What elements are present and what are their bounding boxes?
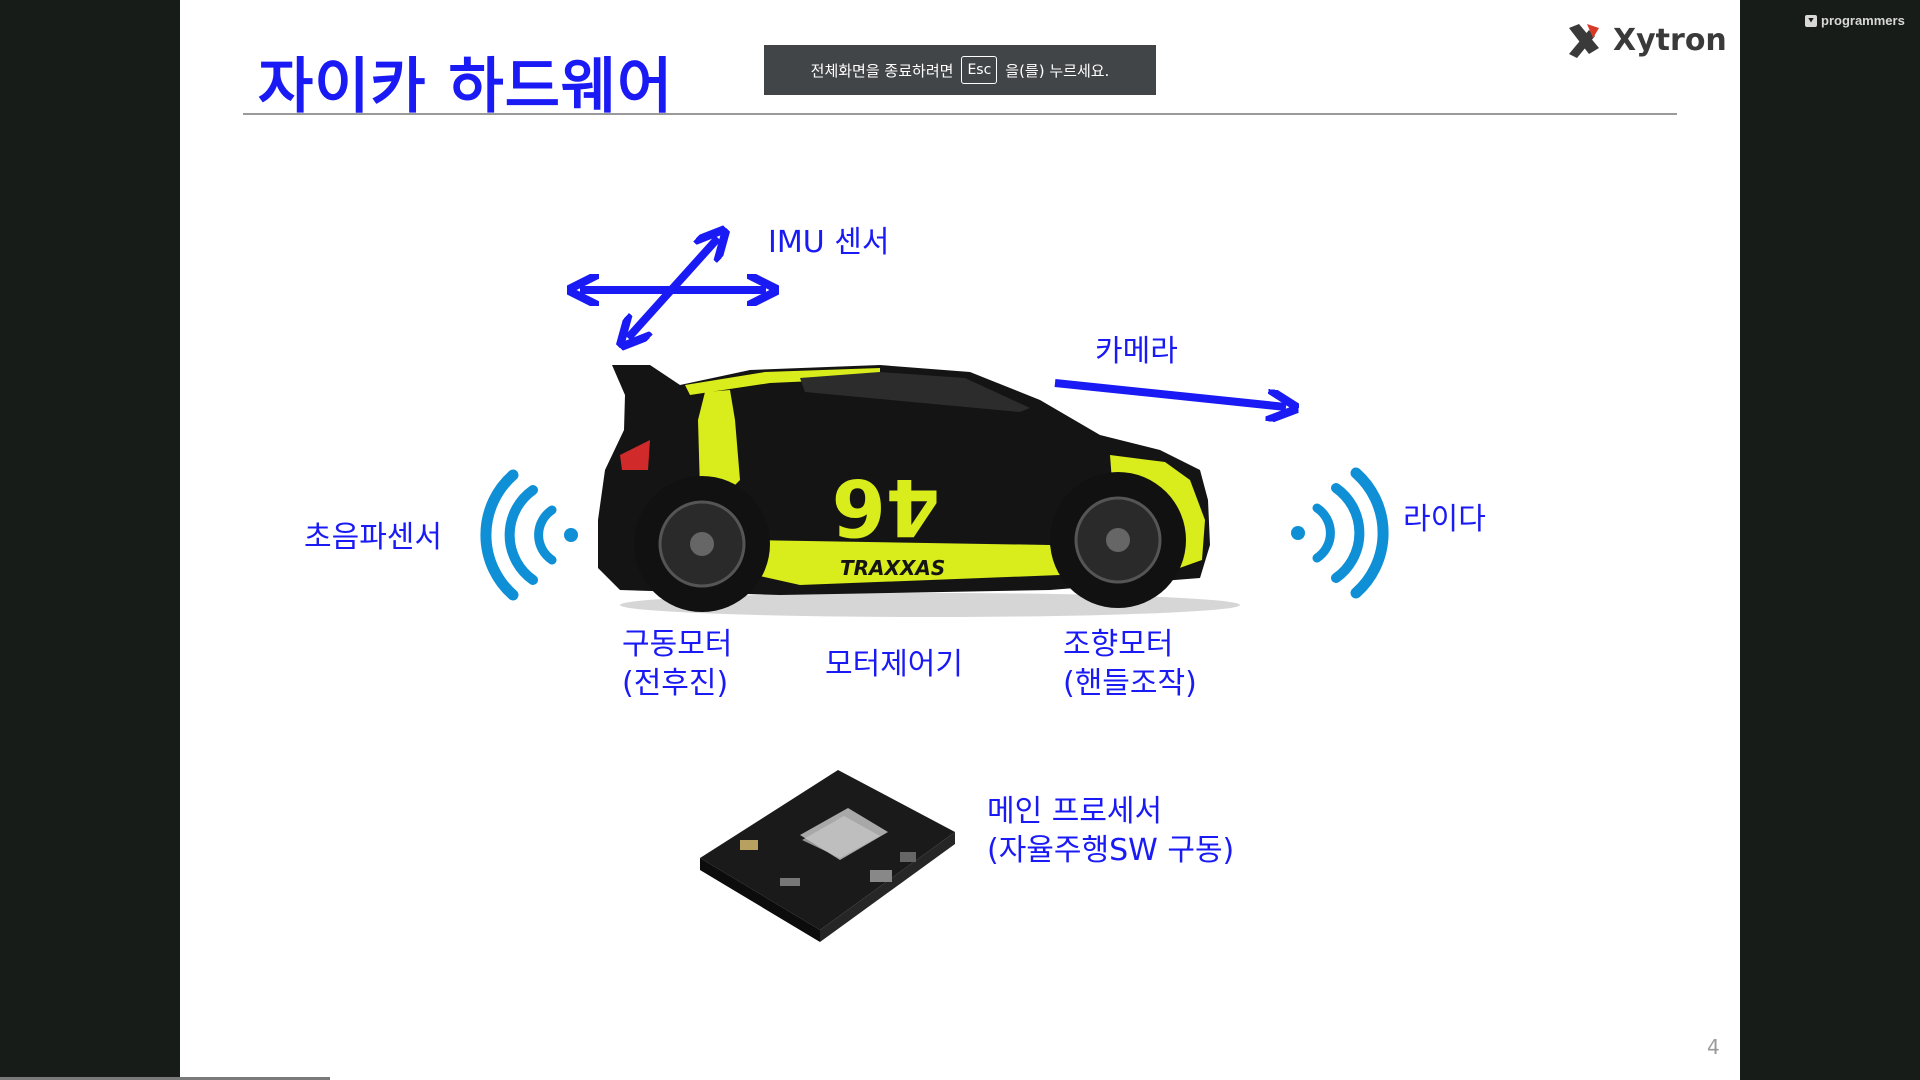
steering-motor-label-line1: 조향모터 xyxy=(1063,627,1174,662)
page-number: 4 xyxy=(1707,1035,1720,1059)
steering-motor-label: 조향모터 (핸들조작) xyxy=(1063,625,1197,703)
xytron-logo: Xytron xyxy=(1565,20,1727,60)
fullscreen-exit-toast: 전체화면을 종료하려면 Esc 을(를) 누르세요. xyxy=(764,45,1156,95)
car-number: 46 xyxy=(831,461,940,551)
presentation-slide: 자이카 하드웨어 Xytron 전체화면을 종료하려면 Esc 을(를) 누르세… xyxy=(180,0,1740,1080)
title-divider xyxy=(243,113,1677,115)
xycar-car-image: 46 TRAXXAS xyxy=(598,365,1240,617)
esc-key-badge: Esc xyxy=(961,56,998,84)
drive-motor-label-line2: (전후진) xyxy=(622,666,729,701)
car-brand-decal: TRAXXAS xyxy=(840,556,945,580)
ultrasonic-sensor-label: 초음파센서 xyxy=(304,520,442,555)
programmers-watermark: programmers xyxy=(1805,13,1905,28)
bottom-progress-bar xyxy=(0,1077,330,1080)
imu-sensor-label: IMU 센서 xyxy=(768,225,890,260)
imu-axis-icon xyxy=(580,238,766,338)
programmers-logo-icon xyxy=(1805,14,1817,27)
motor-controller-label: 모터제어기 xyxy=(825,647,963,682)
drive-motor-label: 구동모터 (전후진) xyxy=(622,625,732,703)
camera-label: 카메라 xyxy=(1095,334,1178,369)
toast-text-after: 을(를) 누르세요. xyxy=(1005,61,1110,80)
toast-text-before: 전체화면을 종료하려면 xyxy=(810,61,954,80)
lidar-wave-icon xyxy=(1291,467,1389,599)
hardware-diagram: 46 TRAXXAS xyxy=(480,0,1389,942)
lidar-label: 라이다 xyxy=(1403,502,1486,537)
watermark-text: programmers xyxy=(1821,13,1905,28)
logo-text: Xytron xyxy=(1613,22,1727,58)
ultrasonic-wave-icon xyxy=(480,469,578,601)
main-processor-label-line1: 메인 프로세서 xyxy=(987,794,1163,829)
jetson-board-image xyxy=(700,770,955,942)
steering-motor-label-line2: (핸들조작) xyxy=(1063,666,1197,701)
camera-direction-arrow xyxy=(1054,379,1286,407)
slide-title: 자이카 하드웨어 xyxy=(258,52,674,122)
drive-motor-label-line1: 구동모터 xyxy=(622,627,733,662)
main-processor-label: 메인 프로세서 (자율주행SW 구동) xyxy=(987,792,1234,870)
main-processor-label-line2: (자율주행SW 구동) xyxy=(987,833,1235,868)
xytron-logo-icon xyxy=(1569,24,1599,58)
